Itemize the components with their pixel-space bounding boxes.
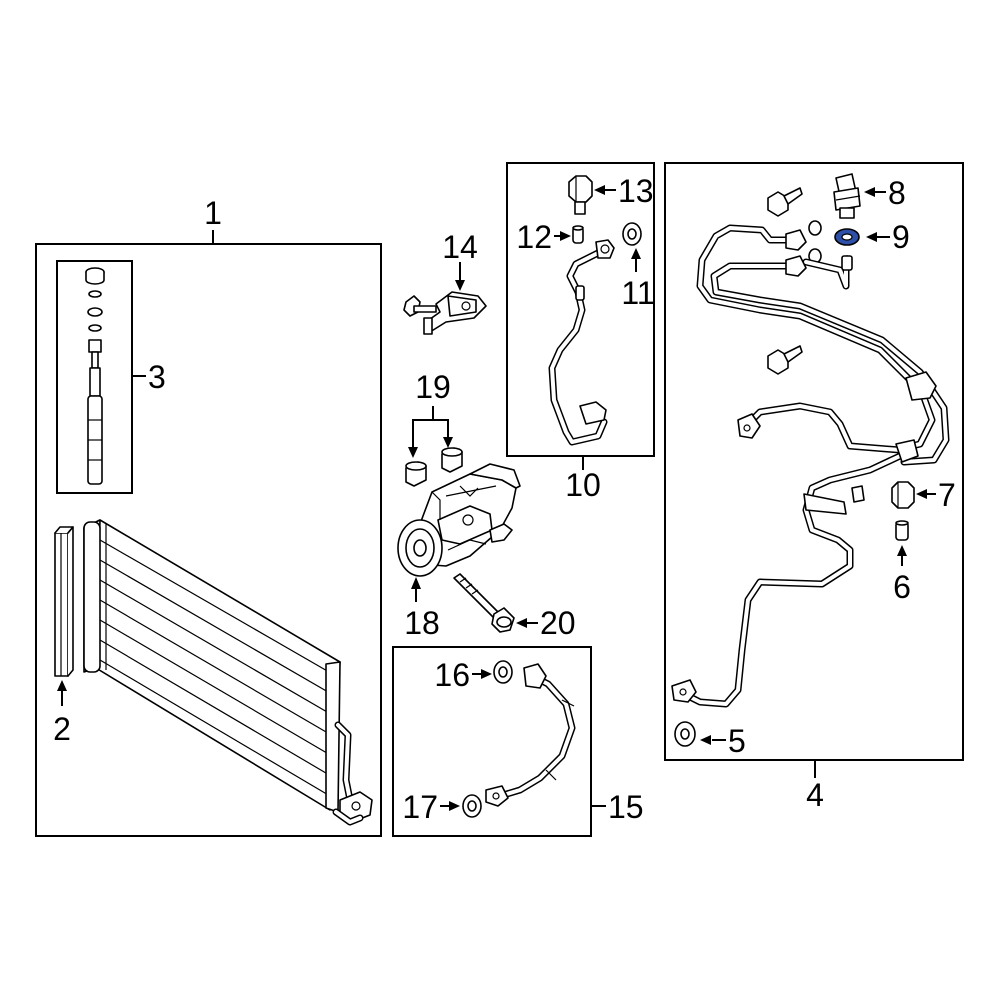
condenser-core-part[interactable]	[83, 519, 373, 826]
callout-7[interactable]: 7	[938, 477, 956, 513]
callout-13[interactable]: 13	[618, 173, 654, 209]
callout-12-arrow	[560, 231, 571, 241]
o-ring-17-part[interactable]	[462, 794, 482, 818]
callout-20-arrow	[516, 618, 527, 628]
callout-8-arrow	[864, 187, 875, 197]
drier-cartridge-part[interactable]	[85, 267, 105, 485]
o-ring-16-part[interactable]	[493, 660, 513, 684]
callout-19-arrow-b	[443, 437, 453, 448]
callout-15[interactable]: 15	[608, 789, 644, 825]
callout-5-arrow	[700, 735, 711, 745]
callout-10[interactable]: 10	[565, 467, 601, 503]
callout-20[interactable]: 20	[540, 605, 576, 641]
callout-19[interactable]: 19	[415, 369, 451, 405]
callout-19-arrow-a	[408, 447, 418, 458]
bushing-part[interactable]	[405, 447, 463, 487]
o-ring-5-part[interactable]	[674, 721, 696, 747]
callout-13-arrow	[594, 185, 605, 195]
suction-hose-part[interactable]	[548, 239, 615, 446]
callout-6-arrow	[897, 545, 907, 556]
compressor-bolt-part[interactable]	[453, 573, 515, 633]
o-ring-9-part[interactable]	[834, 228, 860, 246]
pressure-switch-8-part[interactable]	[833, 173, 861, 219]
discharge-line-group-box	[506, 162, 655, 457]
callout-9[interactable]: 9	[892, 219, 910, 255]
valve-core-6-part[interactable]	[895, 520, 909, 541]
o-ring-11-part[interactable]	[622, 222, 642, 246]
callout-18[interactable]: 18	[404, 605, 440, 641]
ac-compressor-part[interactable]	[397, 463, 521, 577]
callout-17-arrow	[449, 801, 460, 811]
pressure-hose-part[interactable]	[485, 663, 576, 807]
valve-cap-13-part[interactable]	[568, 175, 593, 215]
callout-18-arrow	[411, 577, 421, 589]
callout-14-arrow	[455, 280, 465, 291]
callout-11-arrow	[631, 248, 641, 259]
mounting-bracket-part[interactable]	[403, 291, 487, 335]
callout-8[interactable]: 8	[888, 175, 906, 211]
callout-12[interactable]: 12	[516, 219, 552, 255]
callout-1[interactable]: 1	[204, 195, 222, 231]
callout-19-leader	[412, 406, 449, 448]
callout-11[interactable]: 11	[621, 275, 654, 311]
callout-3[interactable]: 3	[148, 359, 166, 395]
liquid-line-part[interactable]	[671, 224, 950, 708]
condenser-group-box	[35, 243, 382, 837]
callout-16-arrow	[481, 669, 492, 679]
seal-strip-part[interactable]	[54, 526, 74, 677]
callout-4[interactable]: 4	[806, 777, 824, 813]
pressure-hose-group-box	[392, 646, 592, 837]
screw-part[interactable]	[767, 187, 803, 375]
valve-core-12-part[interactable]	[572, 225, 584, 244]
callout-14[interactable]: 14	[442, 229, 478, 265]
valve-cap-7-part[interactable]	[891, 481, 915, 509]
callout-17[interactable]: 17	[402, 789, 438, 825]
callout-7-arrow	[916, 489, 927, 499]
callout-9-arrow	[866, 232, 877, 242]
callout-6[interactable]: 6	[893, 569, 911, 605]
callout-2-arrow	[57, 680, 67, 691]
callout-2[interactable]: 2	[53, 711, 71, 747]
callout-5[interactable]: 5	[728, 723, 746, 759]
callout-16[interactable]: 16	[434, 657, 470, 693]
